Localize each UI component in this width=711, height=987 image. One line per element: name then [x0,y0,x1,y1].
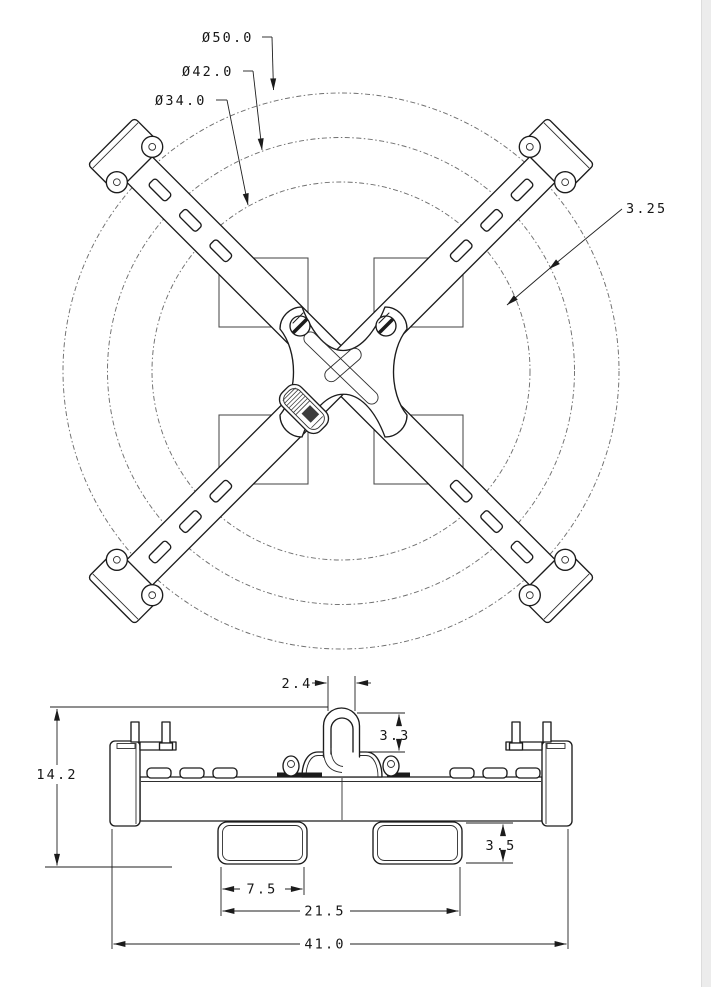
pin [511,721,521,744]
arm-slot [209,239,233,263]
hub-label-tag [278,383,330,435]
dim-diameter-42: Ø42.0 [182,64,264,151]
pad-square-top-left [218,257,309,328]
beam-top-bumps [146,767,541,779]
hub-screw-left [289,312,311,337]
corner-bracket-bottom-left [88,548,164,624]
viewer-edge-strip [701,0,711,987]
bracket-hole [148,142,157,151]
end-cap-right [541,740,573,827]
dim-diameter-50: Ø50.0 [202,30,277,91]
dim-pad-width: 7.5 [220,867,305,898]
dim-label-arm-width: 3.25 [626,201,667,217]
bracket-hole [561,555,570,564]
dim-label-pad-width: 7.5 [247,882,278,898]
spreader-beam-body [139,776,543,822]
pin-base [508,742,524,751]
eye-bolt-left [282,755,300,777]
arm-slot [480,510,504,534]
dim-label-d42: Ø42.0 [182,64,234,80]
dim-label-overall-width: 41.0 [304,937,345,953]
arm-slot [178,510,202,534]
dim-label-pad-height: 3.5 [486,838,517,854]
arm-slot [178,208,202,232]
ring-front-strand [323,749,343,773]
pad-square-top-right [373,257,464,328]
dim-overall-width: 41.0 [111,829,569,953]
front-view: 2.4 14.2 3.3 [36,676,573,953]
arm-slot [148,178,172,202]
dim-label-d34: Ø34.0 [155,93,207,109]
end-cap-slot [546,743,566,749]
dim-pad-span: 21.5 [220,867,461,920]
dim-ring-gap: 2.4 [282,676,371,692]
bracket-hole [112,555,121,564]
dim-arm-width: 3.25 [506,201,667,306]
arm-slot [449,479,473,503]
dim-ring-height: 3.3 [357,712,411,753]
swing-circle-42 [107,137,575,605]
bracket-plate [505,741,543,751]
corner-bracket-top-right [518,118,594,194]
corner-bracket-top-left [88,118,164,194]
pad-square-bottom-left [218,414,309,485]
swing-circle-50 [62,92,620,650]
dim-label-ring-gap: 2.4 [282,676,313,692]
hoist-ring [322,707,361,773]
tag-marking [301,405,320,423]
arm-slot [510,178,534,202]
arm-slot [209,479,233,503]
arm-slot [480,208,504,232]
bracket-hole [525,591,534,600]
end-cap-slot [116,743,136,749]
ring-front-strand-inner [330,747,344,767]
pin-bracket-right [505,721,552,751]
tag-hatching [282,387,324,429]
arm-slot [510,540,534,564]
foot-pad-right [372,821,463,865]
pad-square-bottom-right [373,414,464,485]
dim-label-ring-height: 3.3 [380,728,411,744]
pin [161,721,171,744]
pin [542,721,552,743]
hub-cross-slot [324,347,362,383]
arm-slot [148,540,172,564]
hub-screw-right [375,312,397,337]
dim-diameter-34: Ø34.0 [155,93,249,206]
eye-bolt-right [382,755,400,777]
arm-slot [449,239,473,263]
bracket-plate [139,741,177,751]
mount-plate-right [387,772,410,777]
corner-bracket-bottom-right [518,548,594,624]
dim-label-d50: Ø50.0 [202,30,254,46]
dim-overall-height: 14.2 [36,708,77,866]
foot-pad-left [217,821,308,865]
pin-bracket-left [130,721,177,751]
end-cap-left [109,740,141,827]
bracket-hole [112,178,121,187]
mount-plate-left [277,772,322,777]
dim-label-overall-height: 14.2 [36,767,77,783]
swing-circle-34 [151,181,531,561]
bracket-hole [148,591,157,600]
pin [130,721,140,743]
bracket-hole [525,142,534,151]
top-view: Ø50.0 Ø42.0 Ø34.0 3.25 [62,30,667,650]
dim-label-pad-span: 21.5 [304,904,345,920]
dim-pad-height: 3.5 [466,822,517,864]
pin-base [158,742,174,751]
bracket-hole [561,178,570,187]
